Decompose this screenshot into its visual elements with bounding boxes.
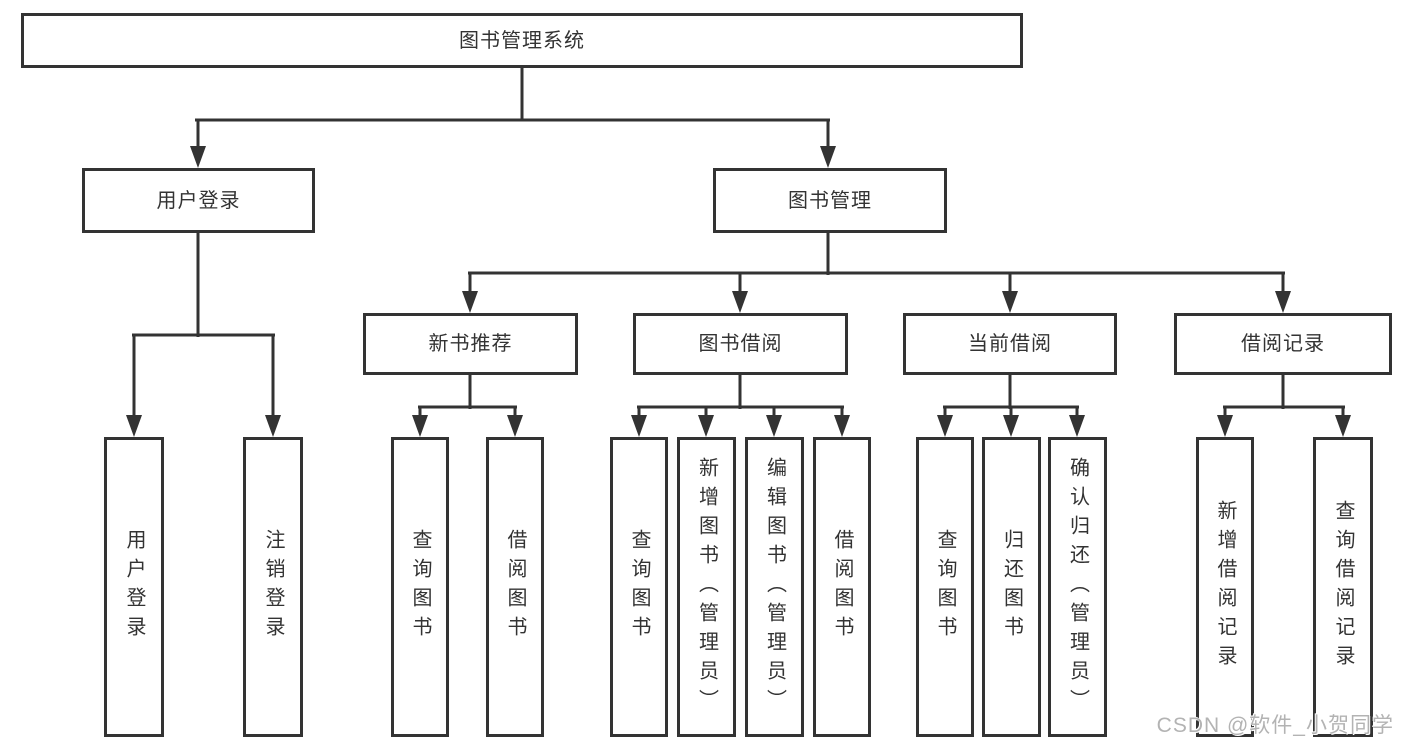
node-current-borrowing: 当前借阅 [903,313,1117,375]
leaf-add-book-admin: 新增图书（管理员） [677,437,736,737]
leaf-query-books-recommend: 查询图书 [391,437,449,737]
leaf-return-book: 归还图书 [982,437,1041,737]
leaf-query-books-borrowing: 查询图书 [610,437,668,737]
leaf-query-books-current: 查询图书 [916,437,974,737]
leaf-query-borrow-record: 查询借阅记录 [1313,437,1373,737]
leaf-edit-book-admin: 编辑图书（管理员） [745,437,804,737]
leaf-borrow-books-recommend: 借阅图书 [486,437,544,737]
leaf-user-login: 用户登录 [104,437,164,737]
node-borrowing-records: 借阅记录 [1174,313,1392,375]
node-user-login: 用户登录 [82,168,315,233]
node-book-borrowing: 图书借阅 [633,313,848,375]
leaf-borrow-books-borrowing: 借阅图书 [813,437,871,737]
node-new-book-recommendation: 新书推荐 [363,313,578,375]
leaf-confirm-return-admin: 确认归还（管理员） [1048,437,1107,737]
leaf-add-borrow-record: 新增借阅记录 [1196,437,1254,737]
node-book-management: 图书管理 [713,168,947,233]
node-root: 图书管理系统 [21,13,1023,68]
watermark: CSDN @软件_小贺同学 [1156,714,1394,737]
leaf-logout-login: 注销登录 [243,437,303,737]
